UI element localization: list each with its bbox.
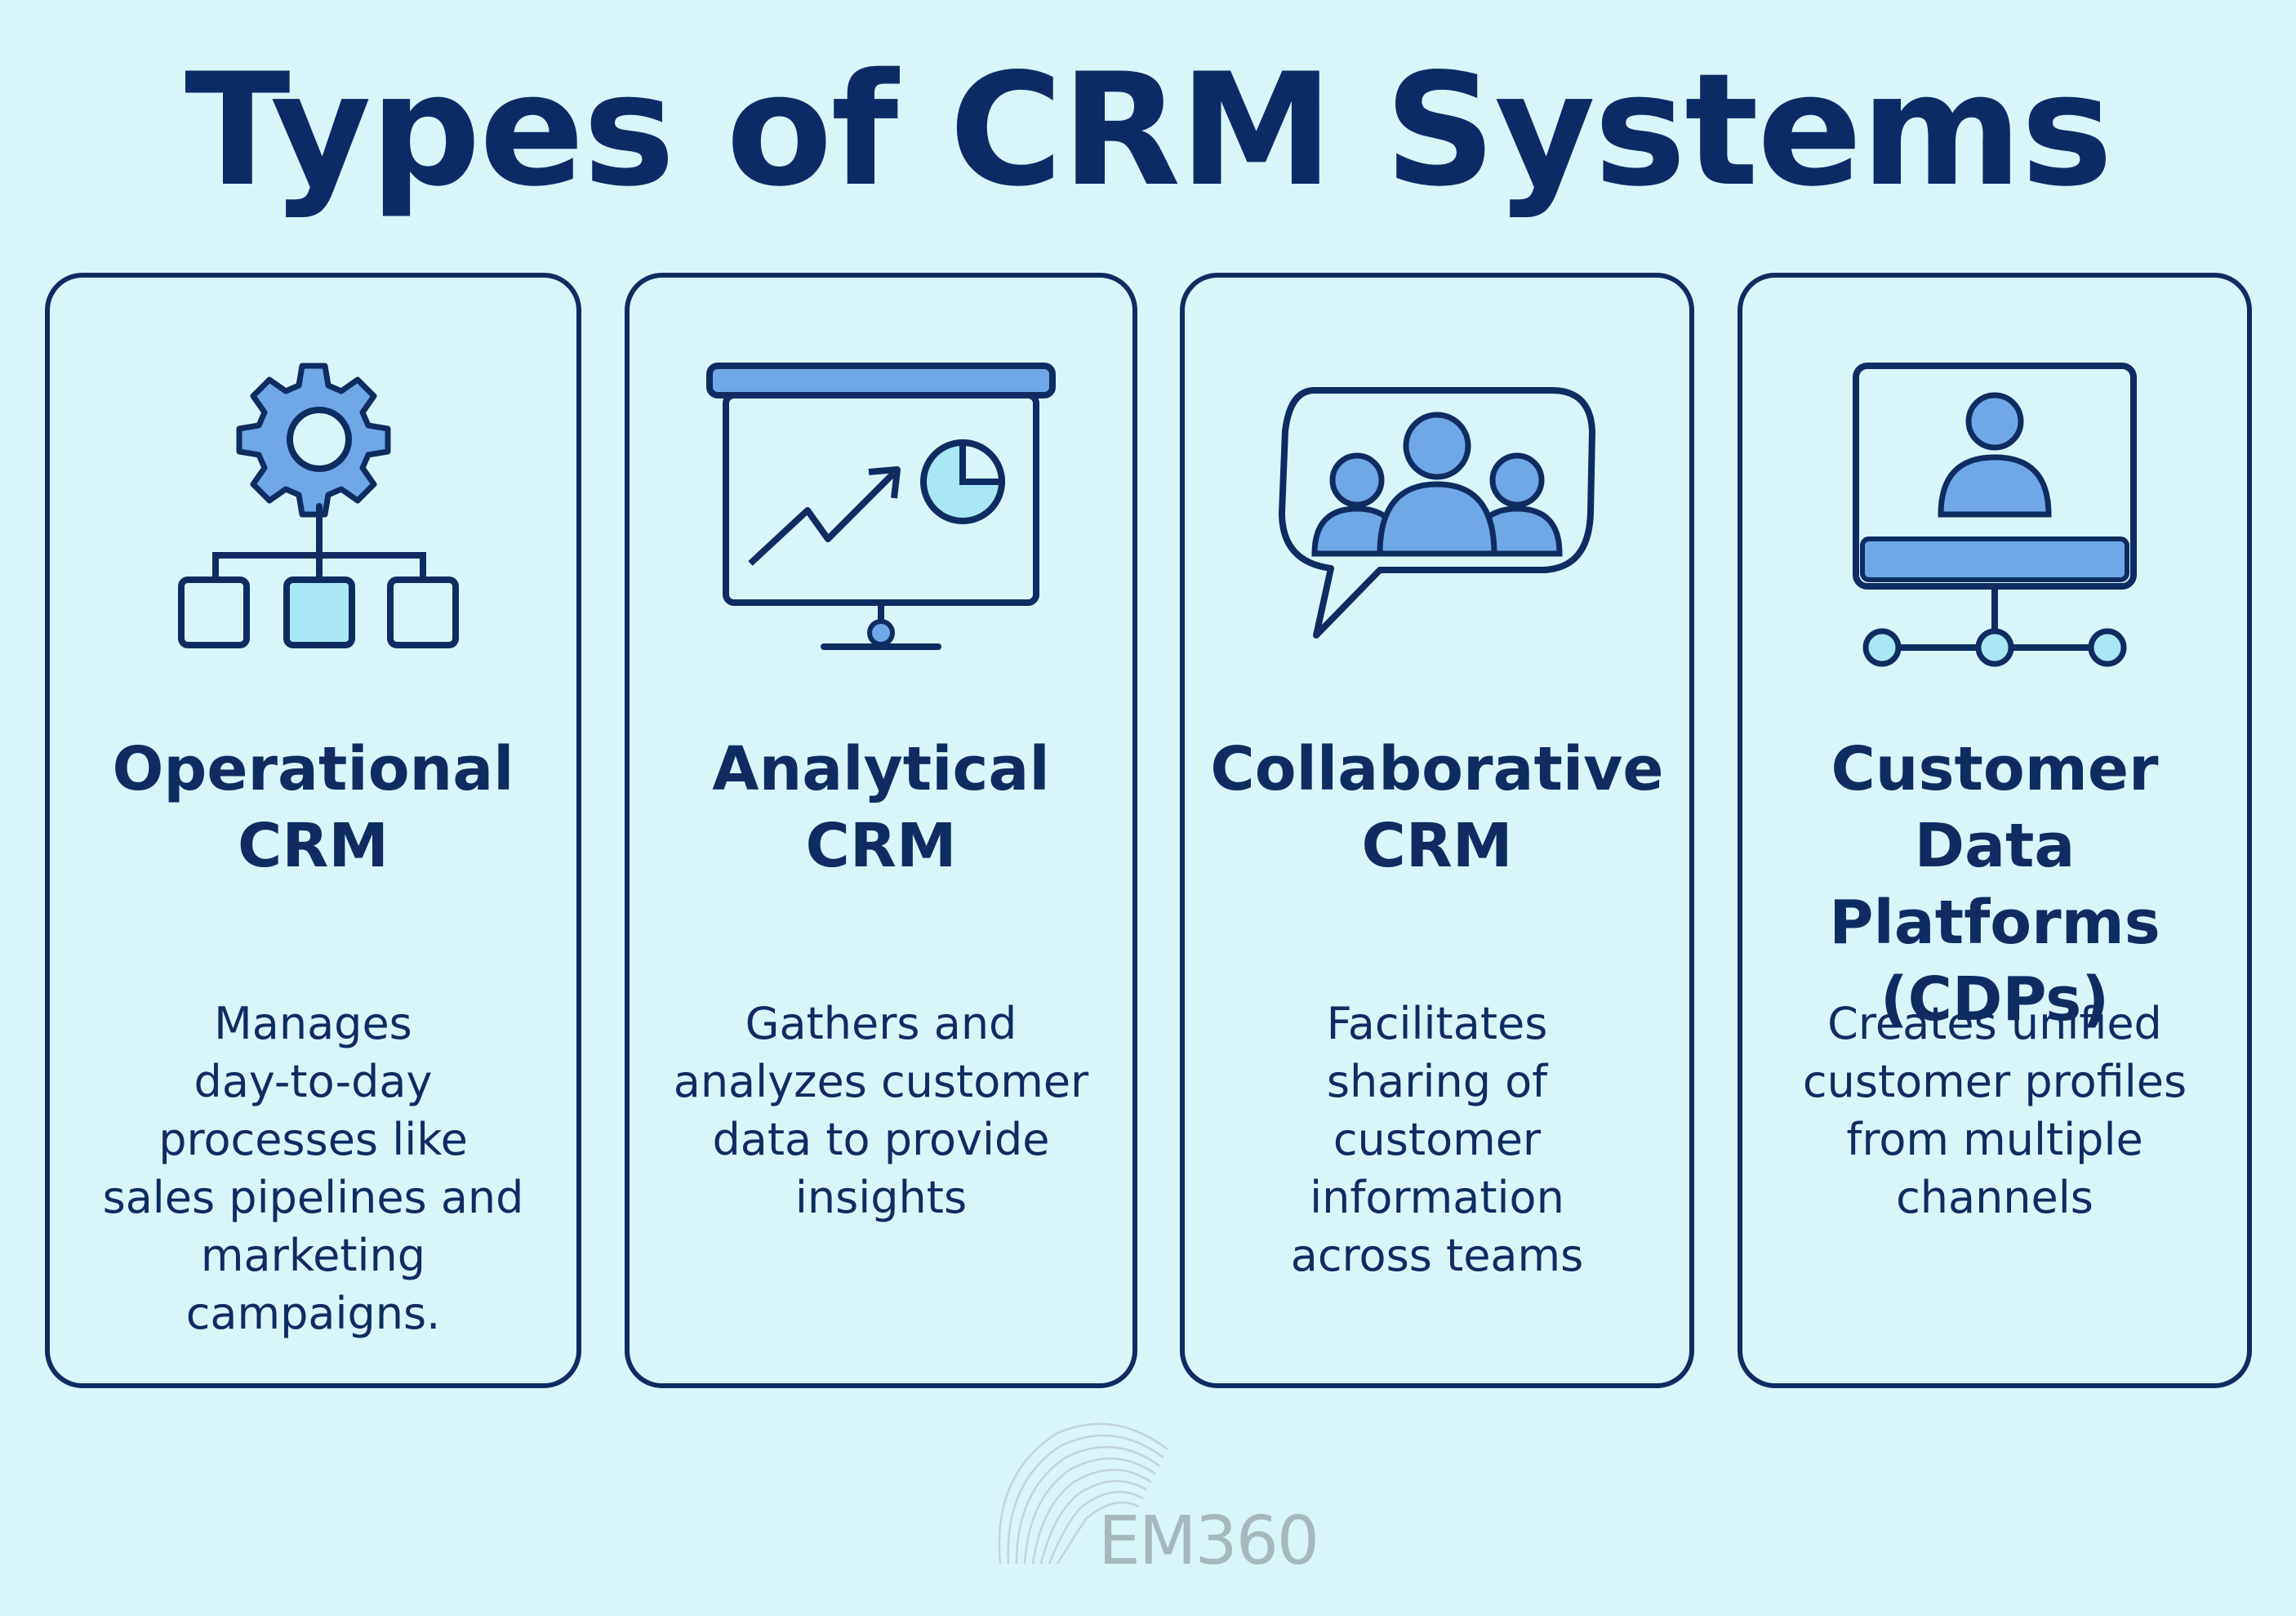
description-line: Facilitates	[1326, 998, 1548, 1049]
heading-line: Analytical	[712, 734, 1050, 804]
card-heading: Analytical CRM	[638, 731, 1124, 884]
card-heading: Customer Data Platforms (CDPs)	[1751, 731, 2239, 1038]
card-customer-data-platforms: Customer Data Platforms (CDPs) Creates u…	[1738, 273, 2252, 1388]
description-line: across teams	[1290, 1230, 1584, 1281]
description-line: analyzes customer	[673, 1056, 1089, 1107]
description-line: sales pipelines and	[102, 1172, 524, 1223]
heading-line: CRM	[238, 811, 389, 881]
card-description: Facilitates sharing of customer informat…	[1217, 995, 1657, 1284]
description-line: sharing of	[1326, 1056, 1548, 1107]
description-line: customer	[1333, 1114, 1542, 1165]
team-speech-bubble-icon	[1266, 358, 1609, 679]
card-description: Manages day-to-day processes like sales …	[82, 995, 544, 1342]
presentation-chart-icon	[701, 351, 1061, 665]
gear-hierarchy-icon	[167, 351, 461, 657]
card-analytical-crm: Analytical CRM Gathers and analyzes cust…	[625, 273, 1137, 1388]
description-line: Gathers and	[745, 998, 1017, 1049]
description-line: information	[1310, 1172, 1564, 1223]
description-line: data to provide	[712, 1114, 1050, 1165]
logo-text: EM360	[1098, 1502, 1319, 1580]
card-description: Gathers and analyzes customer data to pr…	[662, 995, 1100, 1226]
description-line: day-to-day	[194, 1056, 433, 1107]
description-line: processes like	[158, 1114, 468, 1165]
card-operational-crm: Operational CRM Manages day-to-day proce…	[45, 273, 581, 1388]
description-line: Manages	[214, 998, 412, 1049]
monitor-user-network-icon	[1840, 358, 2150, 688]
heading-line: Customer Data	[1831, 734, 2159, 881]
heading-line: Collaborative	[1210, 734, 1664, 804]
heading-line: (CDPs)	[1880, 964, 2110, 1035]
card-collaborative-crm: Collaborative CRM Facilitates sharing of…	[1180, 273, 1694, 1388]
em360-swirl-logo-icon	[984, 1400, 1180, 1575]
description-line: channels	[1896, 1172, 2094, 1223]
description-line: insights	[794, 1172, 968, 1223]
heading-line: Operational	[112, 734, 514, 804]
description-line: marketing	[200, 1230, 426, 1281]
heading-line: Platforms	[1829, 888, 2160, 958]
card-heading: Collaborative CRM	[1193, 731, 1681, 884]
heading-line: CRM	[1361, 811, 1513, 881]
page-title: Types of CRM Systems	[185, 40, 2113, 220]
description-line: campaigns.	[185, 1288, 441, 1339]
description-line: customer profiles	[1802, 1056, 2187, 1107]
description-line: Creates unified	[1827, 998, 2162, 1049]
description-line: from multiple	[1846, 1114, 2143, 1165]
card-heading: Operational CRM	[58, 731, 568, 884]
heading-line: CRM	[805, 811, 957, 881]
card-description: Creates unified customer profiles from m…	[1775, 995, 2214, 1226]
